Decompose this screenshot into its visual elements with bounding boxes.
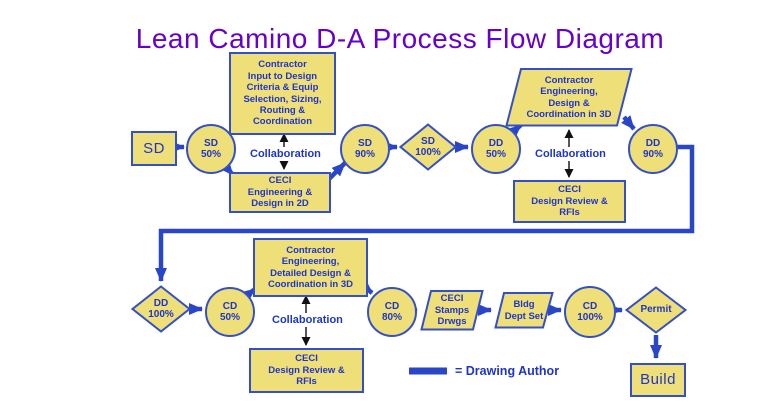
parallelogram-shape — [420, 290, 484, 331]
diamond-shape — [131, 285, 191, 333]
parallelogram-shape — [505, 68, 633, 127]
node-contractor-3d-label: Contractor Engineering, Design & Coordin… — [526, 74, 612, 120]
node-dd-100-label: DD 100% — [148, 297, 174, 321]
node-ceci-review-top: CECI Design Review & RFIs — [513, 180, 626, 223]
node-permit: Permit — [625, 286, 687, 334]
node-dd-100: DD 100% — [131, 285, 191, 333]
node-sd-start-label: SD — [143, 139, 165, 157]
node-build-label: Build — [640, 371, 676, 388]
node-cd-100-label: CD 100% — [577, 300, 603, 324]
node-ceci-2d: CECI Engineering & Design in 2D — [229, 172, 331, 213]
node-sd-100: SD 100% — [399, 123, 457, 171]
arrow-dd90-to-dd100 — [155, 144, 695, 282]
node-ceci-review-top-label: CECI Design Review & RFIs — [531, 184, 608, 219]
page-title: Lean Camino D-A Process Flow Diagram — [135, 22, 665, 54]
node-cd-80-label: CD 80% — [381, 300, 402, 324]
node-bldg-dept-set-label: Bldg Dept Set — [504, 299, 544, 322]
node-ceci-stamps-label: CECI Stamps Drwgs — [434, 293, 470, 328]
node-build: Build — [630, 363, 686, 397]
node-contractor-detailed: Contractor Engineering, Detailed Design … — [253, 238, 368, 297]
node-sd-90: SD 90% — [340, 124, 390, 174]
node-sd-100-label: SD 100% — [415, 135, 441, 159]
node-ceci-2d-label: CECI Engineering & Design in 2D — [247, 175, 313, 210]
node-bldg-dept-set: Bldg Dept Set — [494, 292, 554, 329]
node-ceci-review-bottom: CECI Design Review & RFIs — [249, 348, 364, 393]
node-cd-50-label: CD 50% — [219, 300, 240, 324]
arrow-contractor3d-to-dd90 — [621, 115, 636, 131]
node-ceci-review-bottom-label: CECI Design Review & RFIs — [268, 353, 345, 388]
node-sd-start: SD — [131, 131, 177, 166]
node-cd-50: CD 50% — [205, 287, 255, 337]
node-sd-90-label: SD 90% — [354, 137, 375, 161]
collaboration-label-3: Collaboration — [269, 313, 346, 327]
node-dd-50: DD 50% — [471, 124, 521, 174]
node-ceci-stamps: CECI Stamps Drwgs — [420, 290, 484, 331]
node-dd-90-label: DD 90% — [642, 137, 663, 161]
node-sd-50-label: SD 50% — [200, 137, 221, 161]
node-contractor-3d: Contractor Engineering, Design & Coordin… — [505, 68, 633, 127]
node-contractor-input-label: Contractor Input to Design Criteria & Eq… — [243, 59, 322, 128]
collaboration-label-1: Collaboration — [247, 147, 324, 161]
legend-drawing-author-label: = Drawing Author — [455, 364, 560, 378]
node-contractor-detailed-label: Contractor Engineering, Detailed Design … — [268, 244, 353, 290]
node-dd-90: DD 90% — [628, 124, 678, 174]
parallelogram-shape — [494, 292, 554, 329]
node-contractor-input: Contractor Input to Design Criteria & Eq… — [229, 52, 336, 135]
diamond-shape — [625, 286, 687, 334]
node-cd-100: CD 100% — [564, 286, 616, 338]
node-cd-80: CD 80% — [367, 287, 417, 337]
collaboration-label-2: Collaboration — [532, 147, 609, 161]
node-dd-50-label: DD 50% — [485, 137, 506, 161]
diamond-shape — [399, 123, 457, 171]
node-permit-label: Permit — [640, 304, 672, 316]
